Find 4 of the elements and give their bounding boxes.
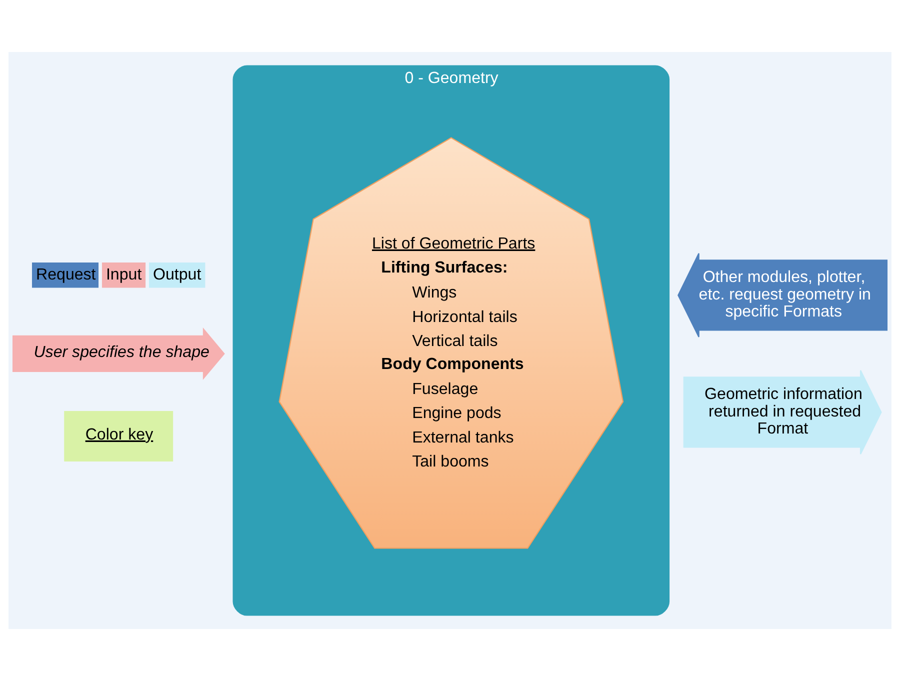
legend-label: Input — [106, 265, 142, 284]
node-box: Color key — [64, 411, 174, 462]
legend-label: Output — [153, 265, 202, 284]
legend-label: Request — [36, 265, 96, 284]
